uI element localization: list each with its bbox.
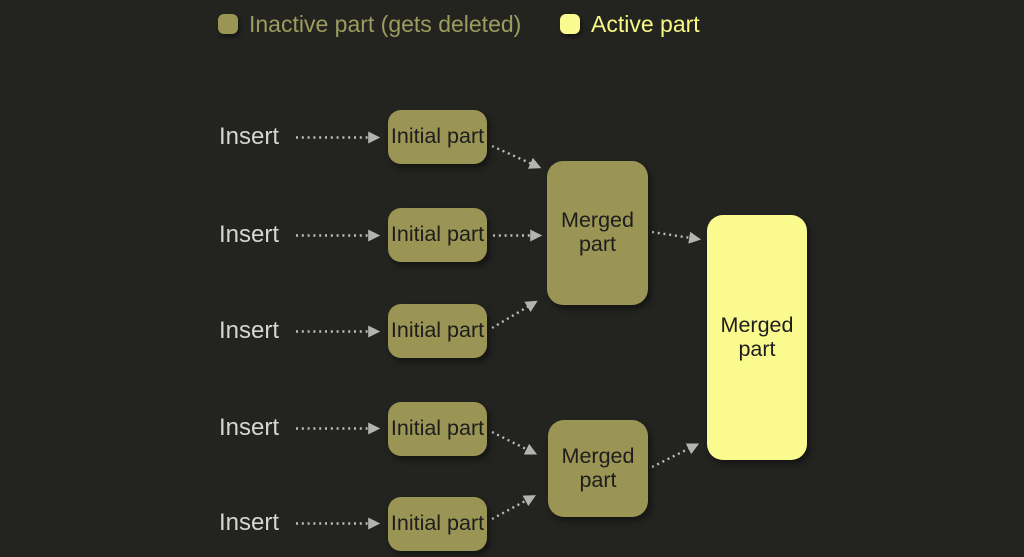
initial-part-box-2: Initial part <box>388 208 487 262</box>
legend-item-active: Active part <box>560 10 700 38</box>
inactive-part-swatch-icon <box>218 14 238 34</box>
arrow-initial1-merged1 <box>491 144 542 169</box>
initial-part-box-1: Initial part <box>388 110 487 164</box>
initial-part-box-5: Initial part <box>388 497 487 551</box>
merged-part-box-1: Merged part <box>547 161 648 305</box>
legend-item-inactive: Inactive part (gets deleted) <box>218 10 521 38</box>
legend-label-active: Active part <box>591 10 700 37</box>
arrow-initial4-merged2 <box>491 430 538 455</box>
initial-part-box-3: Initial part <box>388 304 487 358</box>
insert-label-3: Insert <box>219 317 280 344</box>
insert-label-5: Insert <box>219 509 280 536</box>
arrow-merged2-final <box>651 443 700 469</box>
active-part-swatch-icon <box>560 14 580 34</box>
arrow-initial3-merged1 <box>491 300 538 330</box>
merged-part-box-2: Merged part <box>548 420 648 517</box>
insert-label-2: Insert <box>219 221 280 248</box>
legend-label-inactive: Inactive part (gets deleted) <box>249 10 522 37</box>
insert-label-1: Insert <box>219 123 280 150</box>
merged-part-box-final: Merged part <box>707 215 807 460</box>
arrow-initial5-merged2 <box>491 495 536 521</box>
insert-label-4: Insert <box>219 414 280 441</box>
arrow-merged1-final <box>651 230 702 244</box>
initial-part-box-4: Initial part <box>388 402 487 456</box>
